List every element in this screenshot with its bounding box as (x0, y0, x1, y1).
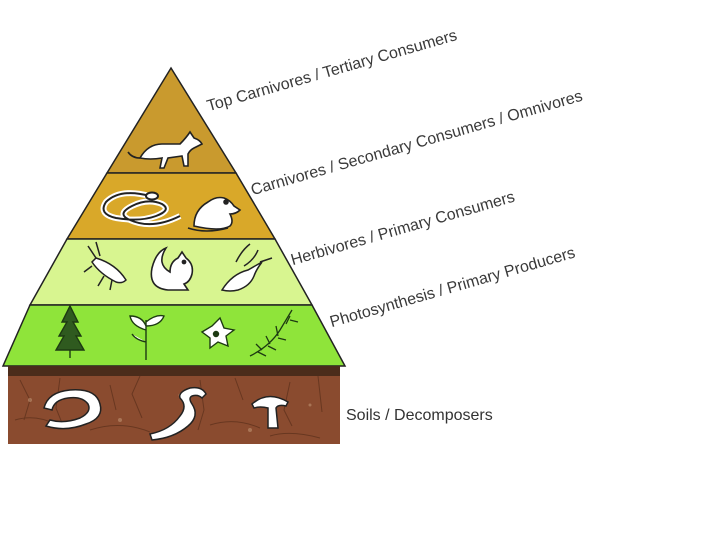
fern-icon (249, 309, 299, 357)
millipede-icon (43, 389, 102, 430)
flower-icon (200, 316, 236, 350)
pine-tree-icon (54, 304, 86, 358)
snake-icon (100, 190, 182, 228)
mushroom-icon (251, 395, 289, 429)
tier-producers (1, 304, 347, 367)
fox-icon (127, 130, 204, 169)
label-soils: Soils / Decomposers (346, 407, 493, 424)
squirrel-icon (150, 246, 194, 291)
worm-icon (149, 386, 207, 441)
insect-icon (83, 241, 127, 291)
plant-icon (129, 314, 165, 360)
hummingbird-icon (220, 243, 273, 292)
tier-carnivores (65, 172, 277, 240)
frog-icon (187, 196, 242, 232)
